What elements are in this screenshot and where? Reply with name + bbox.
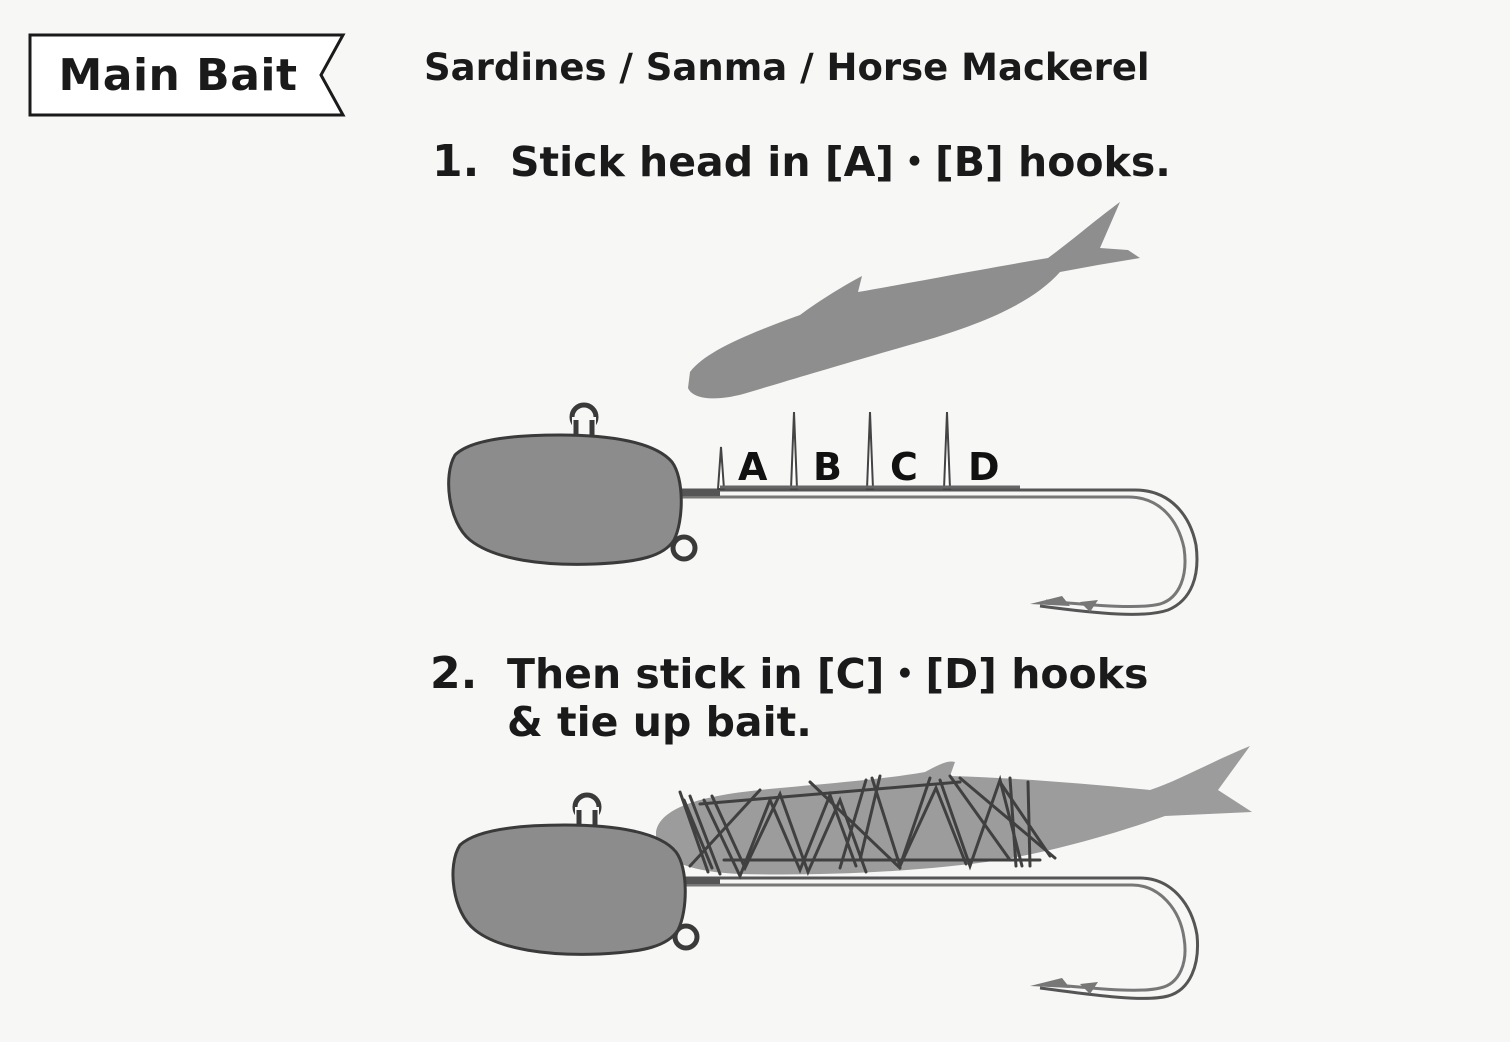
step-2-diagram (451, 746, 1252, 1000)
bottom-eye (672, 923, 700, 951)
badge-label: Main Bait (58, 49, 298, 101)
hook-label-b: B (813, 445, 842, 489)
step-1-text: Stick head in [A]・[B] hooks. (510, 138, 1171, 186)
step-2-line-2: & tie up bait. (507, 698, 812, 746)
bait-types-text: Sardines / Sanma / Horse Mackerel (424, 46, 1150, 89)
hook-label-a: A (738, 445, 768, 489)
jig-head (447, 433, 683, 566)
step-1-number: 1. (432, 136, 480, 187)
tie-thread (678, 774, 1057, 880)
step-2-line-1: Then stick in [C]・[D] hooks (507, 650, 1149, 698)
hook-label-c: C (890, 445, 918, 489)
step-2-text: Then stick in [C]・[D] hooks & tie up bai… (507, 650, 1148, 746)
fish-silhouette (688, 202, 1140, 399)
hook-label-d: D (968, 445, 1000, 489)
step-1-line-1: Stick head in [A]・[B] hooks. (510, 138, 1171, 186)
fish-tied (656, 746, 1252, 875)
main-bait-badge (28, 33, 346, 117)
hook-barbs (716, 411, 952, 490)
step-2-number: 2. (430, 648, 478, 699)
bottom-eye (670, 534, 698, 562)
step-1-diagram: A B C D (447, 202, 1199, 616)
jig-head (451, 823, 687, 956)
